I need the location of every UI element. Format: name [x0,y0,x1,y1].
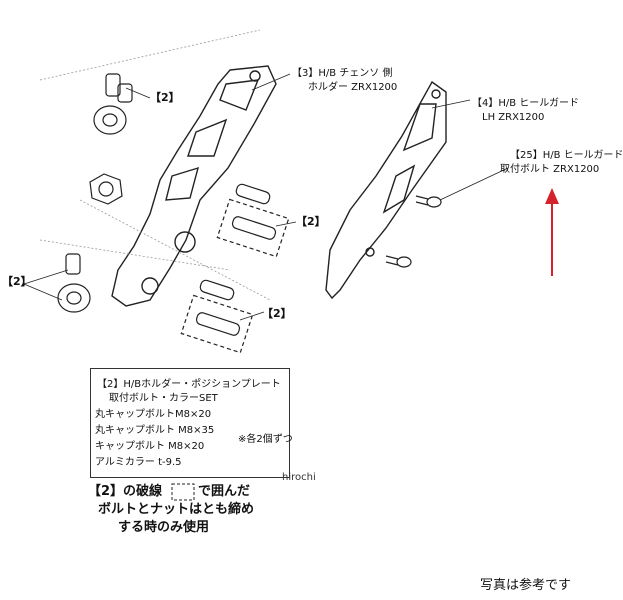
note-side-text: ※各2個ずつ [238,434,293,445]
red-arrow [545,188,559,276]
tag2-left: 【2】 [2,275,32,288]
exploded-parts-drawing [23,29,559,501]
diagram-canvas: 【3】H/B チェンソ 側 ホルダー ZRX1200 【4】H/B ヒールガード… [2,29,623,593]
tag2-top: 【2】 [150,91,180,104]
tag2-lower: 【2】 [262,307,292,320]
hardware-middle [180,183,290,354]
note-line3: 丸キャップボルトM8×20 [95,409,212,420]
heel-guard-plate [325,80,447,300]
note-line5: キャップボルト M8×20 [95,441,205,452]
caption-line1: 【2】の破線 [88,484,163,499]
part3-label-line2: ホルダー ZRX1200 [308,82,398,93]
part25-label-line2: 取付ボルト ZRX1200 [500,164,600,175]
caption-line1b: で囲んだ [198,484,251,499]
part25-label-line1: 【25】H/B ヒールガード [510,150,623,161]
leader-lines [23,29,509,321]
note-line1: 【2】H/Bホルダー・ポジションプレート [97,379,281,390]
holder-plate [111,65,277,307]
part4-label-line1: 【4】H/B ヒールガード [472,98,579,109]
part3-label-line1: 【3】H/B チェンソ 側 [292,68,393,79]
note-line4: 丸キャップボルト M8×35 [95,425,215,436]
parts-note-box: 【2】H/Bホルダー・ポジションプレート 取付ボルト・カラーSET 丸キャップボ… [90,368,290,478]
caption-line3: する時のみ使用 [118,520,210,535]
bolt-25 [385,195,442,268]
note-line2: 取付ボルト・カラーSET [109,393,218,404]
watermark-credit: hirochi [282,472,316,483]
note-line6: アルミカラー t-9.5 [95,457,182,468]
part4-label-line2: LH ZRX1200 [482,112,545,123]
tag2-middle: 【2】 [296,215,326,228]
reference-photo-note: 写真は参考です [480,578,572,593]
caption-line2: ボルトとナットはとも締め [98,502,255,517]
hardware-left [57,73,133,313]
dashed-box-sample [171,483,195,501]
